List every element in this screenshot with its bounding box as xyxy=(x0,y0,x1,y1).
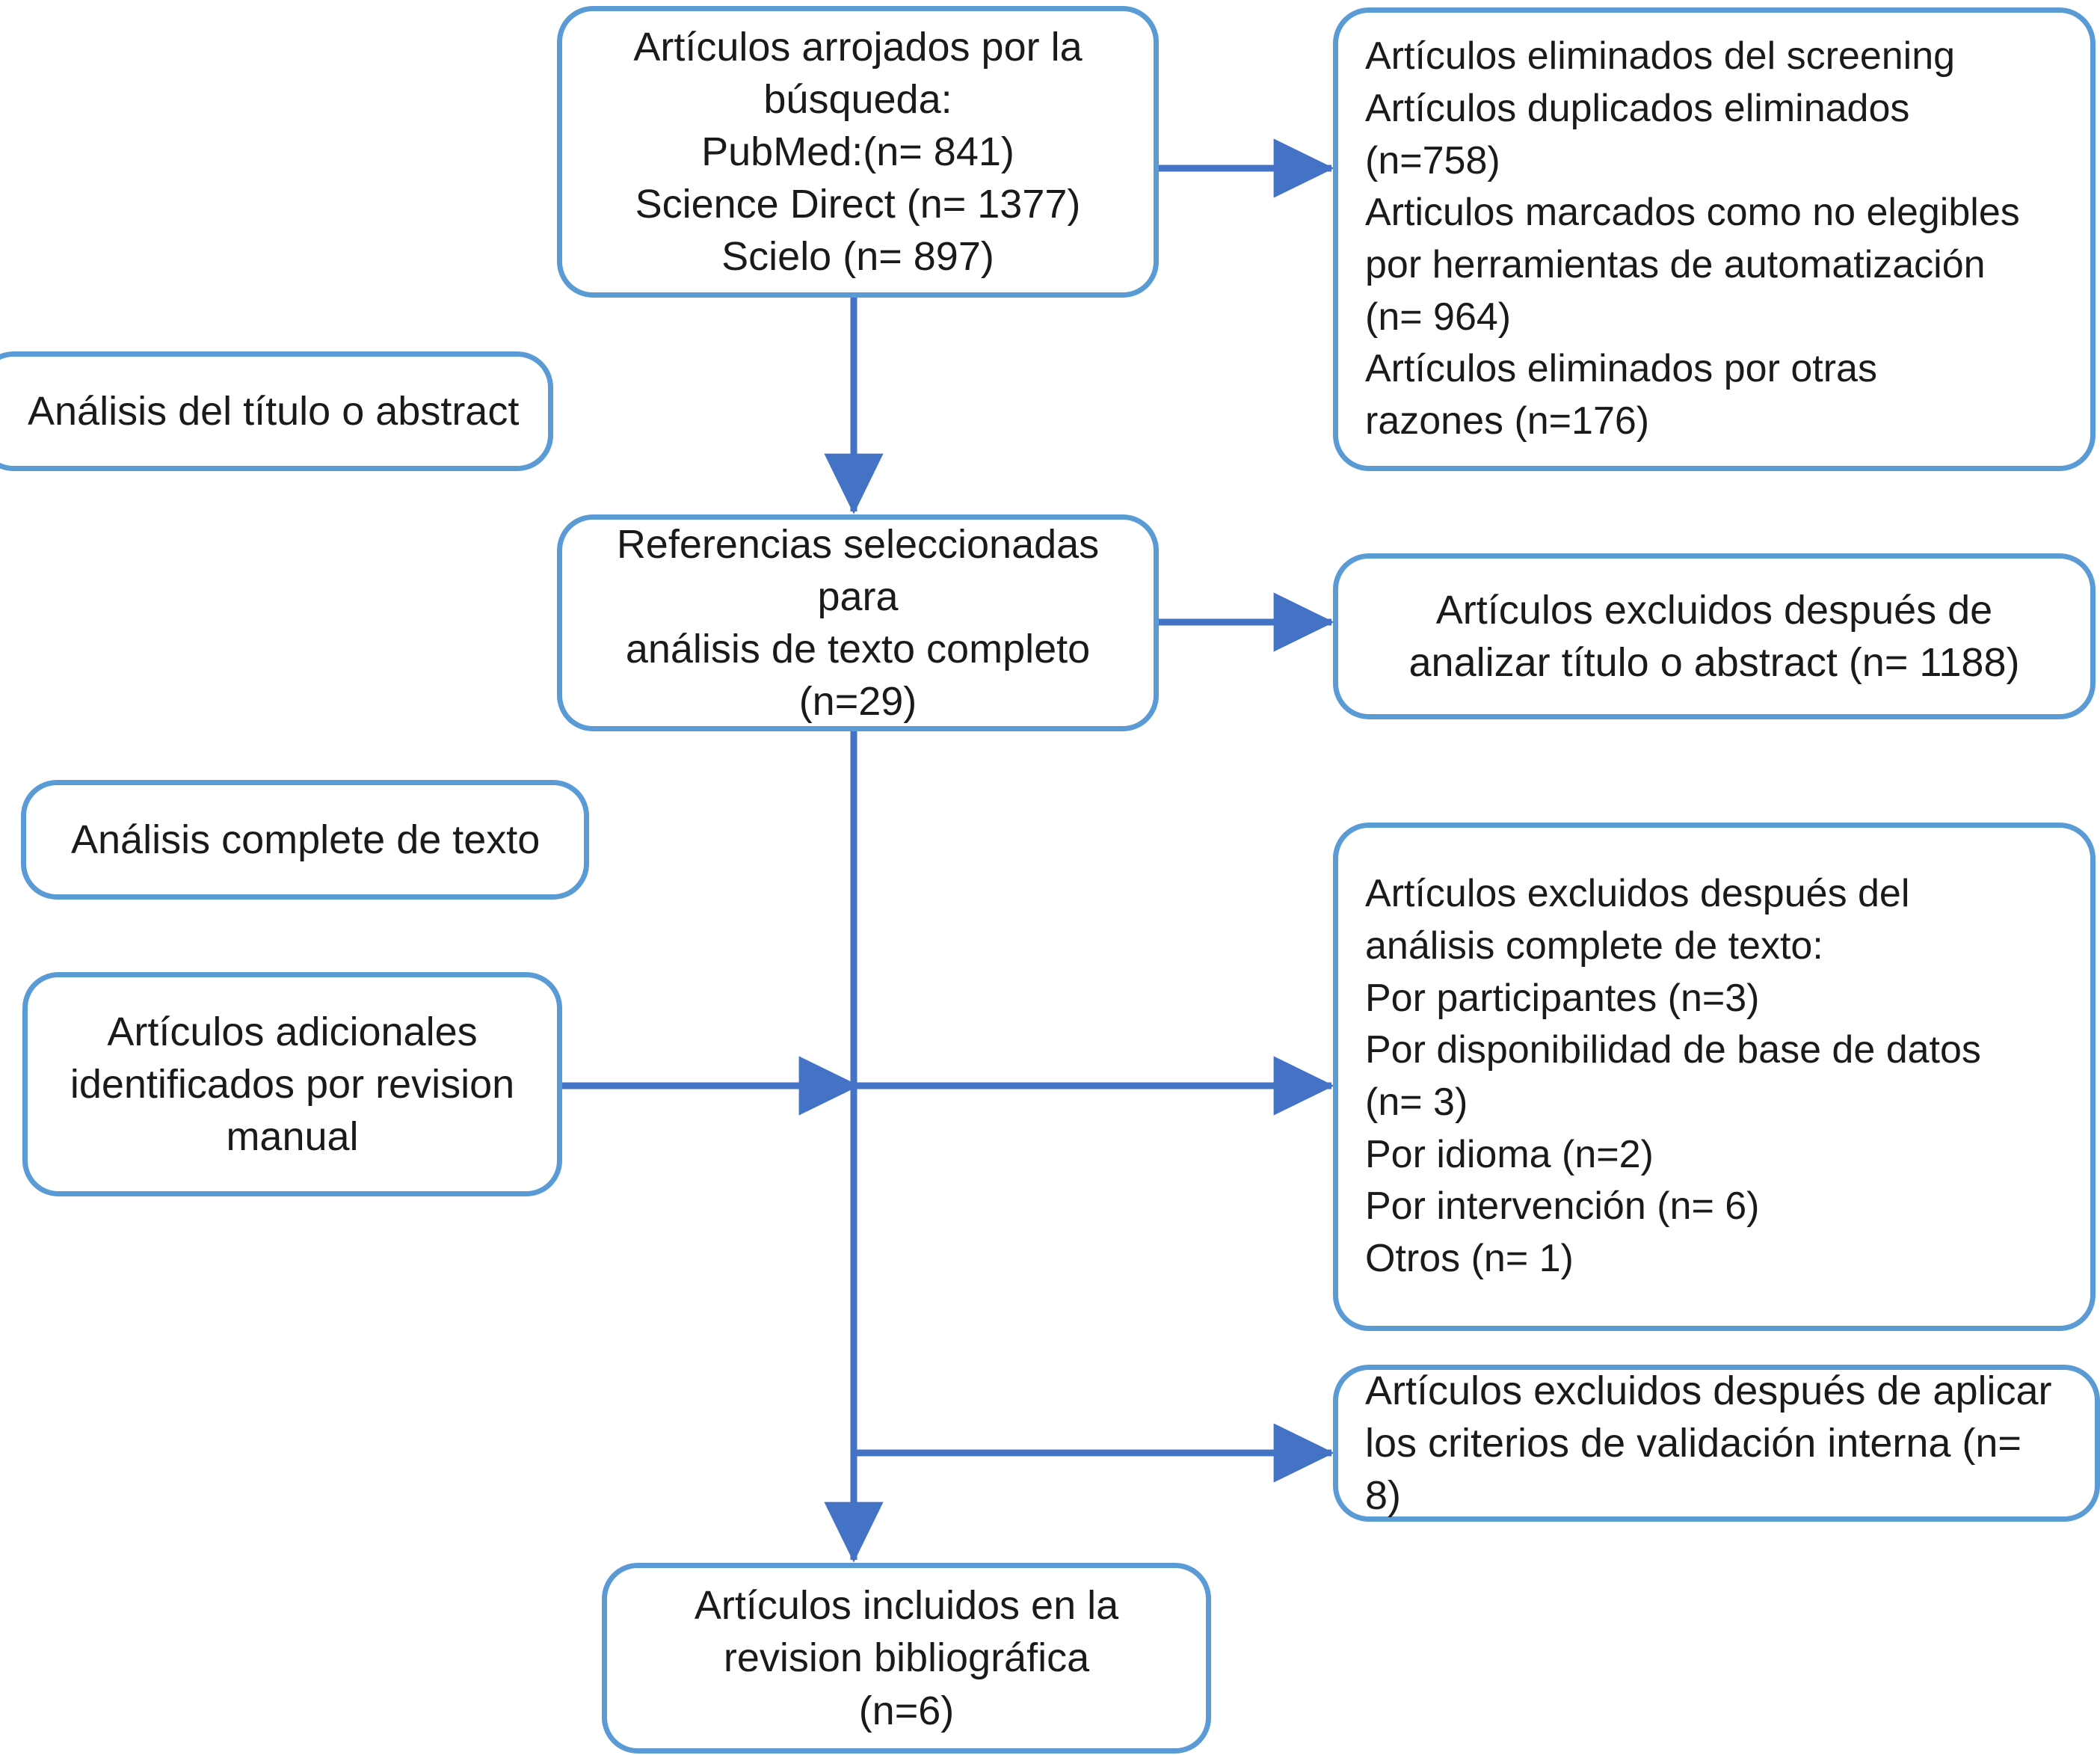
node-studies-included[interactable]: Artículos incluidos en la revision bibli… xyxy=(602,1563,1211,1754)
node-excluded-title-abstract[interactable]: Artículos excluidos después de analizar … xyxy=(1333,553,2096,719)
node-excluded-validity-label: Artículos excluidos después de aplicar l… xyxy=(1365,1368,2052,1519)
node-excluded-fulltext[interactable]: Artículos excluidos después del análisis… xyxy=(1333,823,2096,1331)
node-stage-fulltext[interactable]: Análisis complete de texto xyxy=(21,780,589,900)
node-additional-records-label: Artículos adicionales identificados por … xyxy=(70,1009,515,1160)
node-stage-title-screening-label: Análisis del título o abstract xyxy=(28,388,520,434)
node-records-screened-label: Referencias seleccionadas para análisis … xyxy=(616,521,1100,725)
node-excluded-validity[interactable]: Artículos excluidos después de aplicar l… xyxy=(1333,1365,2100,1522)
node-studies-included-label: Artículos incluidos en la revision bibli… xyxy=(694,1583,1119,1733)
node-records-removed[interactable]: Artículos eliminados del screening Artíc… xyxy=(1333,7,2096,471)
node-excluded-fulltext-label: Artículos excluidos después del análisis… xyxy=(1365,872,1981,1281)
node-records-removed-label: Artículos eliminados del screening Artíc… xyxy=(1365,34,2020,443)
node-records-screened[interactable]: Referencias seleccionadas para análisis … xyxy=(557,514,1159,731)
node-stage-fulltext-label: Análisis complete de texto xyxy=(71,817,541,862)
node-records-identified[interactable]: Artículos arrojados por la búsqueda: Pub… xyxy=(557,6,1159,298)
node-excluded-title-abstract-label: Artículos excluidos después de analizar … xyxy=(1408,587,2020,685)
node-stage-title-screening[interactable]: Análisis del título o abstract xyxy=(0,351,553,471)
node-additional-records[interactable]: Artículos adicionales identificados por … xyxy=(22,972,562,1196)
node-records-identified-label: Artículos arrojados por la búsqueda: Pub… xyxy=(633,24,1083,280)
